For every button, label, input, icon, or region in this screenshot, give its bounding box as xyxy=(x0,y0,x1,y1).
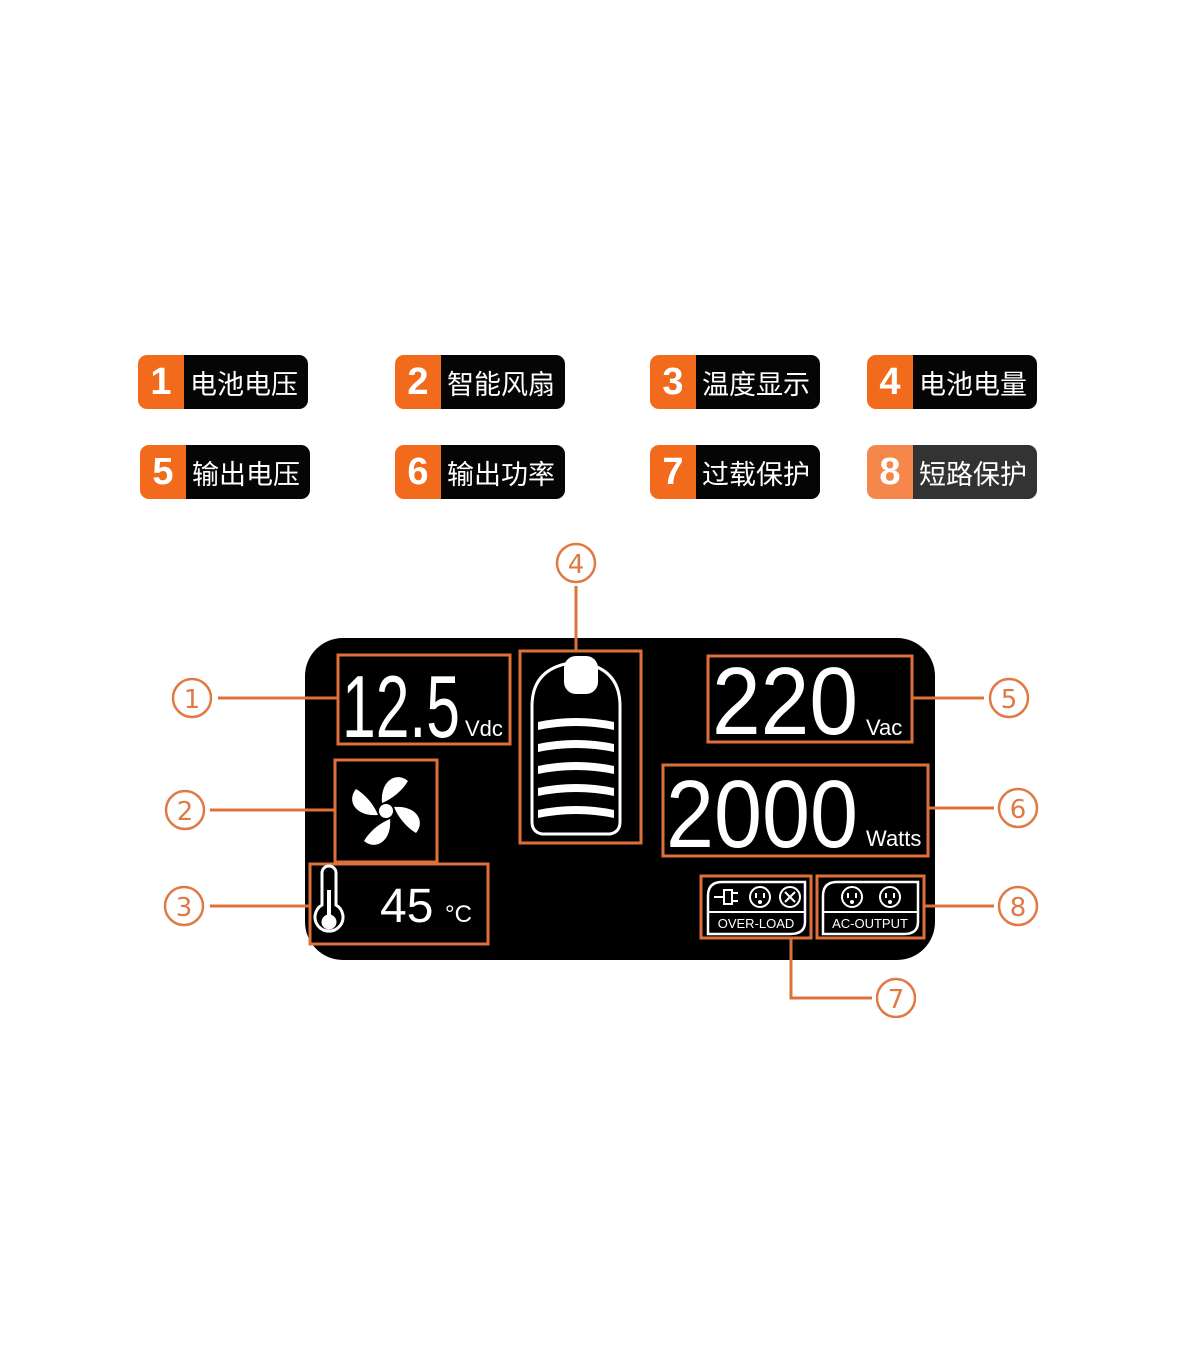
svg-text:1: 1 xyxy=(184,685,201,715)
legend-label: 输出电压 xyxy=(186,445,310,499)
overload-indicator: OVER-LOAD xyxy=(706,880,807,936)
legend-item-5: 5 输出电压 xyxy=(140,445,310,499)
svg-text:7: 7 xyxy=(888,985,905,1015)
legend-label: 智能风扇 xyxy=(441,355,565,409)
legend-label: 过载保护 xyxy=(696,445,820,499)
temperature-value: 45 xyxy=(380,880,433,933)
legend-number: 3 xyxy=(650,355,696,409)
battery-bar xyxy=(538,806,614,818)
battery-voltage-unit: Vdc xyxy=(465,716,503,741)
legend-label: 电池电量 xyxy=(913,355,1037,409)
temperature-unit: °C xyxy=(445,901,472,928)
legend-number: 4 xyxy=(867,355,913,409)
legend-item-6: 6 输出功率 xyxy=(395,445,565,499)
overload-label: OVER-LOAD xyxy=(718,916,795,931)
legend-number: 5 xyxy=(140,445,186,499)
socket-icon xyxy=(749,886,771,908)
plug-icon xyxy=(714,889,738,905)
battery-bar xyxy=(538,740,614,752)
ac-output-indicator: AC-OUTPUT xyxy=(821,880,920,936)
callout-8: 8 xyxy=(997,885,1039,927)
legend-number: 8 xyxy=(867,445,913,499)
output-power-unit: Watts xyxy=(866,826,921,851)
legend-label: 温度显示 xyxy=(696,355,820,409)
svg-text:5: 5 xyxy=(1001,685,1018,715)
callout-3: 3 xyxy=(163,885,205,927)
output-voltage-value: 220 xyxy=(712,648,858,755)
legend-number: 1 xyxy=(138,355,184,409)
callout-7: 7 xyxy=(875,977,917,1019)
legend-item-2: 2 智能风扇 xyxy=(395,355,565,409)
battery-level-icon xyxy=(530,656,622,836)
thermometer-icon xyxy=(313,864,345,933)
callout-1: 1 xyxy=(171,677,213,719)
cross-icon xyxy=(779,886,801,908)
callout-lines xyxy=(210,586,994,1000)
legend-label: 短路保护 xyxy=(913,445,1037,499)
battery-bar xyxy=(538,718,614,730)
battery-bars xyxy=(538,718,614,818)
legend-item-4: 4 电池电量 xyxy=(867,355,1037,409)
legend-label: 电池电压 xyxy=(184,355,308,409)
socket-icon xyxy=(841,886,863,908)
callout-2: 2 xyxy=(164,789,206,831)
legend-item-3: 3 温度显示 xyxy=(650,355,820,409)
svg-text:2: 2 xyxy=(177,797,194,827)
output-voltage-unit: Vac xyxy=(866,715,902,740)
svg-text:3: 3 xyxy=(176,893,193,923)
svg-text:4: 4 xyxy=(568,550,585,580)
callout-6: 6 xyxy=(997,787,1039,829)
legend-item-1: 1 电池电压 xyxy=(138,355,308,409)
callout-4: 4 xyxy=(555,542,597,584)
fan-icon xyxy=(352,777,420,845)
legend-item-7: 7 过载保护 xyxy=(650,445,820,499)
legend-number: 7 xyxy=(650,445,696,499)
legend-item-8: 8 短路保护 xyxy=(867,445,1037,499)
battery-bar xyxy=(538,762,614,774)
section-frames xyxy=(308,649,930,946)
legend-number: 2 xyxy=(395,355,441,409)
callout-markers: 1 2 3 4 5 6 7 8 xyxy=(163,542,1039,1019)
callout-5: 5 xyxy=(988,677,1030,719)
svg-text:8: 8 xyxy=(1010,893,1027,923)
battery-bar xyxy=(538,784,614,796)
ac-output-label: AC-OUTPUT xyxy=(832,916,908,931)
svg-text:6: 6 xyxy=(1010,795,1027,825)
output-power-value: 2000 xyxy=(666,761,858,868)
socket-icon xyxy=(879,886,901,908)
battery-voltage-value: 12.5 xyxy=(342,657,460,756)
legend-label: 输出功率 xyxy=(441,445,565,499)
legend-number: 6 xyxy=(395,445,441,499)
